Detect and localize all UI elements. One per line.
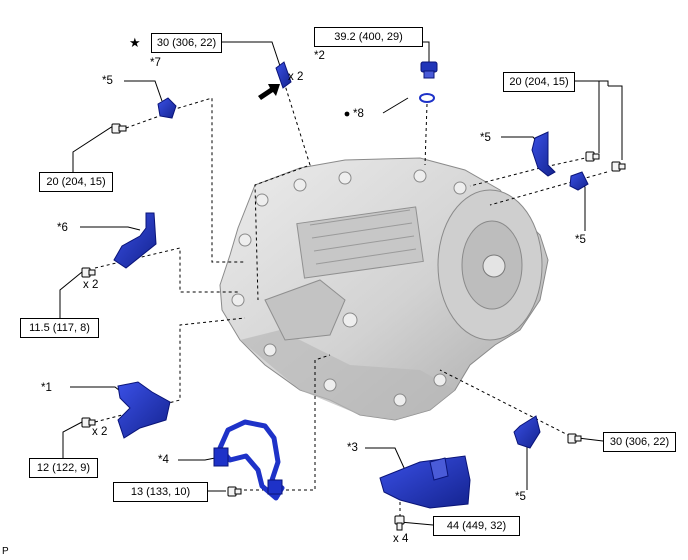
callout-8: *8 <box>353 108 364 120</box>
quantity-part3-bolts: x 4 <box>393 533 409 545</box>
torque-box-part6: 11.5 (117, 8) <box>20 318 99 338</box>
torque-box-upper-right: 20 (204, 15) <box>503 72 575 92</box>
callout-5-right: *5 <box>575 234 586 246</box>
callout-5-lower-right: *5 <box>515 491 526 503</box>
bolt-30-lower-right <box>567 433 582 444</box>
callout-3: *3 <box>347 442 358 454</box>
part-4-sensor-harness <box>213 419 285 501</box>
bolt-20-right-a <box>585 151 600 162</box>
part-2-plug <box>420 61 438 79</box>
torque-box-part2: 39.2 (400, 29) <box>314 27 423 47</box>
part-5-clip-right <box>569 171 589 191</box>
torque-box-part1: 12 (122, 9) <box>29 458 98 478</box>
figure-code: P <box>2 546 9 557</box>
part-6-bracket <box>113 212 157 269</box>
callout-1: *1 <box>41 382 52 394</box>
callout-5-upper-right: *5 <box>480 132 491 144</box>
torque-box-left: 20 (204, 15) <box>39 172 113 192</box>
torque-box-lower-right: 30 (306, 22) <box>603 432 676 452</box>
callout-5-top-left: *5 <box>102 75 113 87</box>
bolt-12 <box>81 417 96 428</box>
bolt-20-right-b <box>611 161 626 172</box>
part-5-sensor-top-left <box>157 97 177 119</box>
quantity-part1-bolts: x 2 <box>92 426 108 438</box>
bolts <box>81 123 626 531</box>
bolt-13 <box>227 486 242 497</box>
bolt-11-5 <box>81 267 96 278</box>
part-5-bracket-upper-right <box>531 131 556 177</box>
part-8-o-ring <box>419 93 435 103</box>
bolt-44 <box>394 515 405 531</box>
star-icon: ★ <box>129 35 141 50</box>
transaxle-housing <box>219 157 549 421</box>
part-5-bracket-lower-right <box>513 415 541 449</box>
direction-arrow-icon <box>258 84 280 100</box>
torque-box-part3: 44 (449, 32) <box>433 516 520 536</box>
callout-7: *7 <box>150 57 161 69</box>
torque-box-part7: 30 (306, 22) <box>151 33 222 53</box>
bolt-20-left <box>111 123 127 134</box>
callout-6: *6 <box>57 222 68 234</box>
torque-box-part4: 13 (133, 10) <box>113 482 208 502</box>
part-3-mount-bracket <box>379 455 471 509</box>
part-1-bracket <box>117 381 171 439</box>
callout-4: *4 <box>158 454 169 466</box>
quantity-part6-bolts: x 2 <box>83 279 99 291</box>
bullet-dot-icon <box>344 111 350 117</box>
callout-2: *2 <box>314 50 325 62</box>
part-7-stud <box>275 61 292 89</box>
quantity-part7: x 2 <box>288 71 304 83</box>
